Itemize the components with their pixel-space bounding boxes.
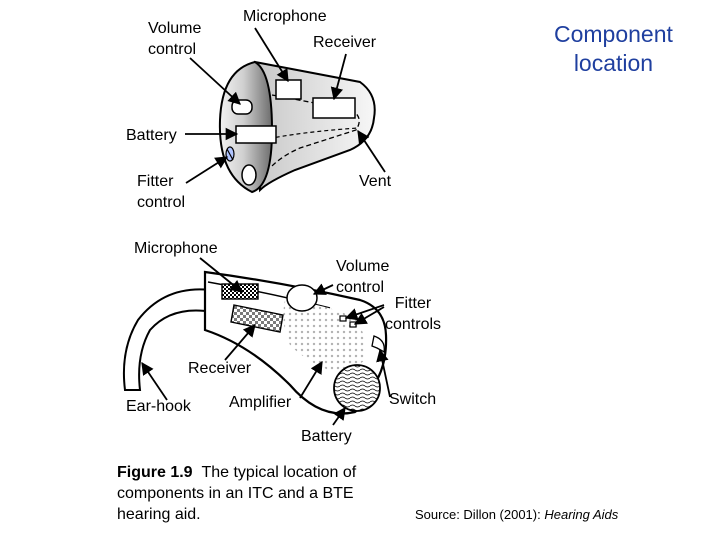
leader-bte-fitter-control-1 [344,304,385,321]
leader-itc-vent [357,129,386,173]
figure-caption: Figure 1.9 The typical location of compo… [117,462,407,525]
leader-bte-ear-hook [141,361,168,401]
leader-bte-fitter-control-2 [353,306,385,325]
bte-receiver [230,304,284,333]
label-bte-switch: Switch [389,391,437,408]
itc-inner-dashed-outline [271,94,360,167]
itc-receiver [312,97,356,119]
source-prefix: Source: Dillon (2001): [415,507,545,522]
label-bte-receiver: Receiver [188,360,252,377]
label-itc-vent: Vent [359,173,392,190]
itc-volume-control [231,99,253,115]
source-title: Hearing Aids [544,507,619,522]
figure-number: Figure 1.9 [117,464,193,481]
bte-battery [333,364,381,412]
label-bte-battery: Battery [301,428,352,445]
figure-caption-text: The typical location of components in an… [117,464,357,523]
bte-fitter-control-2 [349,321,357,328]
itc-battery [235,125,277,144]
label-bte-ear-hook: Ear-hook [126,398,191,415]
source-note: Source: Dillon (2001): Hearing Aids [415,507,618,523]
leader-itc-volume-control [189,57,241,105]
leader-bte-volume-control [312,283,334,295]
bte-volume-control [286,284,318,312]
label-itc-volume-control: Volume control [148,20,202,58]
label-itc-battery: Battery [126,127,177,144]
bte-leader-lines [141,257,391,426]
bte-ear-hook [122,288,215,391]
bte-fitter-control-1 [339,315,347,322]
leader-bte-switch [376,348,391,398]
label-bte-microphone: Microphone [134,240,218,257]
label-itc-receiver: Receiver [313,34,377,51]
leader-bte-receiver [224,324,256,361]
leader-itc-fitter-control [185,156,229,184]
label-itc-microphone: Microphone [243,8,327,25]
label-itc-fitter-control: Fitter control [137,173,186,211]
itc-vent-opening [241,164,257,186]
itc-leader-lines [185,27,386,184]
itc-microphone [275,79,302,100]
label-bte-volume-control: Volume control [336,258,390,296]
label-bte-amplifier: Amplifier [229,394,292,411]
itc-fitter-control [225,146,235,162]
leader-itc-receiver [330,53,347,101]
label-bte-fitter-controls: Fitter controls [385,295,442,333]
leader-bte-amplifier [299,360,323,399]
leader-bte-battery [332,406,346,426]
title: Component location [554,21,673,76]
leader-bte-microphone [199,257,243,293]
leader-itc-microphone [254,27,289,83]
itc-hearing-aid [218,60,376,194]
